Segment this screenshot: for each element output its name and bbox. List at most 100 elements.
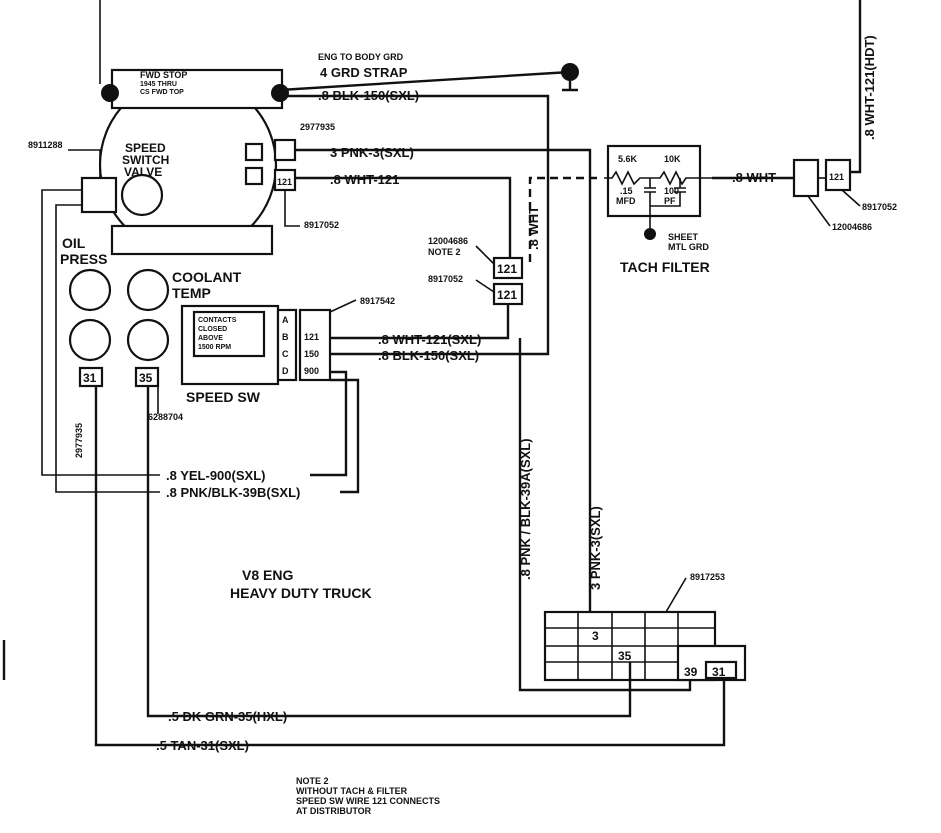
oil-press-label-1: OIL <box>62 235 86 251</box>
oil-press-label-2: PRESS <box>60 251 107 267</box>
wire-wht-121-top: 121 .8 WHT-121 8917052 <box>273 168 512 258</box>
p8917542-label: 8917542 <box>360 296 395 306</box>
svg-text:900: 900 <box>304 366 319 376</box>
wht-right-label: .8 WHT <box>732 170 776 185</box>
p8911288-label: 8911288 <box>28 140 63 150</box>
pnk3-vert-label: 3 PNK-3(SXL) <box>588 506 603 590</box>
svg-text:3: 3 <box>592 629 599 643</box>
note2-ref-label: NOTE 2 <box>428 247 461 257</box>
p2977935-vert-label: 2977935 <box>74 423 84 458</box>
blk150-sxl-label: .8 BLK-150(SXL) <box>378 348 479 363</box>
note-line-2: WITHOUT TACH & FILTER <box>296 786 408 796</box>
terminal-31 <box>78 366 104 388</box>
coolant-temp-sender <box>126 268 170 312</box>
res-56k-label: 5.6K <box>618 154 638 164</box>
connector-121-right <box>824 158 852 192</box>
cap-15-label-2: MFD <box>616 196 636 206</box>
sheet-metal-ground <box>644 228 656 240</box>
speed-switch-label-1: SPEED <box>125 141 166 155</box>
distributor-block: FWD STOP 1945 THRU CS FWD TOP SPEED SWIT… <box>98 0 289 256</box>
cap-100-label-1: 100 <box>664 186 679 196</box>
fwd-stop-label-3: CS FWD TOP <box>140 89 184 96</box>
connector-121-mid: 121 121 12004686 NOTE 2 8917052 .8 WHT <box>428 176 600 306</box>
p2977935-top-label: 2977935 <box>300 122 335 132</box>
svg-text:121: 121 <box>304 332 319 342</box>
connector-2977935-top: 2977935 3 PNK-3(SXL) <box>273 122 592 590</box>
sheet-mtl-label-1: SHEET <box>668 232 699 242</box>
ground-bolt-left <box>101 84 119 102</box>
svg-text:A: A <box>282 315 289 325</box>
yel900-label: .8 YEL-900(SXL) <box>166 468 265 483</box>
pnkblk39a-label: .8 PNK / BLK-39A(SXL) <box>518 438 533 580</box>
note-line-4: AT DISTRIBUTOR <box>296 806 372 816</box>
blk-150-top-label: .8 BLK-150(SXL) <box>318 88 419 103</box>
p8917052-right-label: 8917052 <box>862 202 897 212</box>
title-line-1: V8 ENG <box>242 567 293 583</box>
pnkblk39b-label: .8 PNK/BLK-39B(SXL) <box>166 485 300 500</box>
tan31-label: .5 TAN-31(SXL) <box>156 738 249 753</box>
contacts-label-2: CLOSED <box>198 326 227 333</box>
grd-strap-label: 4 GRD STRAP <box>320 65 408 80</box>
right-connectors: .8 WHT 121 .8 WHT-121(HDT) 8917052 12004… <box>712 0 897 232</box>
title-block: V8 ENG HEAVY DUTY TRUCK <box>230 567 372 601</box>
ground-symbol <box>561 63 579 81</box>
fwd-stop-label-2: 1945 THRU <box>140 81 177 88</box>
wire-pnk-blk-39a: .8 PNK / BLK-39A(SXL) <box>518 338 692 692</box>
svg-text:C: C <box>282 349 289 359</box>
wht121-sxl-label: .8 WHT-121(SXL) <box>378 332 481 347</box>
title-line-2: HEAVY DUTY TRUCK <box>230 585 372 601</box>
tach-filter: 5.6K 10K .15 MFD 100 PF SHEET MTL GRD TA… <box>604 144 712 275</box>
gauge-senders: OIL PRESS COOLANT TEMP 31 35 6288704 297… <box>60 235 242 458</box>
wire-blk-150-top: .8 BLK-150(SXL) <box>280 88 550 356</box>
ground-strap: ENG TO BODY GRD 4 GRD STRAP <box>279 52 579 92</box>
p8917253-label: 8917253 <box>690 572 725 582</box>
svg-text:D: D <box>282 366 289 376</box>
svg-text:150: 150 <box>304 349 319 359</box>
p8917052-left-label: 8917052 <box>304 220 339 230</box>
svg-text:35: 35 <box>618 649 632 663</box>
svg-text:31: 31 <box>83 371 97 385</box>
speed-switch-wires: .8 WHT-121(SXL) .8 BLK-150(SXL) .8 YEL-9… <box>166 296 520 500</box>
svg-text:39: 39 <box>684 665 698 679</box>
wht-vert-label: .8 WHT <box>526 206 541 250</box>
svg-text:121: 121 <box>497 288 517 302</box>
p6288704-label: 6288704 <box>148 412 183 422</box>
sheet-mtl-label-2: MTL GRD <box>668 242 709 252</box>
speed-switch-valve <box>120 173 164 217</box>
ground-bolt-right <box>271 84 289 102</box>
note-line-1: NOTE 2 <box>296 776 329 786</box>
res-10k-label: 10K <box>664 154 681 164</box>
speed-switch: CONTACTS CLOSED ABOVE 1500 RPM A B C D 1… <box>180 296 395 405</box>
tach-filter-label: TACH FILTER <box>620 259 710 275</box>
bottom-wires: .5 DK GRN-35(HXL) .5 TAN-31(SXL) <box>94 386 726 753</box>
dkgrn35-label: .5 DK GRN-35(HXL) <box>168 709 287 724</box>
contacts-label-1: CONTACTS <box>198 317 237 324</box>
coolant-temp-switch <box>126 318 170 362</box>
svg-text:121: 121 <box>277 177 292 187</box>
wht121-hdt-label: .8 WHT-121(HDT) <box>862 35 877 140</box>
eng-to-body-label: ENG TO BODY GRD <box>318 52 404 62</box>
pnk3-top-label: 3 PNK-3(SXL) <box>330 145 414 160</box>
p12004686-mid-label: 12004686 <box>428 236 468 246</box>
p12004686-right-label: 12004686 <box>832 222 872 232</box>
connector-12004686-right <box>792 158 820 198</box>
bulkhead-connector: 3 35 39 31 8917253 <box>543 572 747 682</box>
connector-8911288: 8911288 <box>28 140 160 493</box>
svg-text:121: 121 <box>829 172 844 182</box>
svg-text:35: 35 <box>139 371 153 385</box>
note-block: NOTE 2 WITHOUT TACH & FILTER SPEED SW WI… <box>296 776 440 816</box>
oil-press-switch <box>68 318 112 362</box>
fwd-stop-label: FWD STOP <box>140 70 187 80</box>
cap-100-label-2: PF <box>664 196 676 206</box>
p8917052-mid-label: 8917052 <box>428 274 463 284</box>
svg-text:B: B <box>282 332 289 342</box>
svg-text:121: 121 <box>497 262 517 276</box>
note-line-3: SPEED SW WIRE 121 CONNECTS <box>296 796 440 806</box>
coolant-label-1: COOLANT <box>172 269 242 285</box>
contacts-label-3: ABOVE <box>198 335 223 342</box>
coolant-label-2: TEMP <box>172 285 211 301</box>
cap-15-label-1: .15 <box>620 186 633 196</box>
svg-text:31: 31 <box>712 665 726 679</box>
oil-press-sender <box>68 268 112 312</box>
